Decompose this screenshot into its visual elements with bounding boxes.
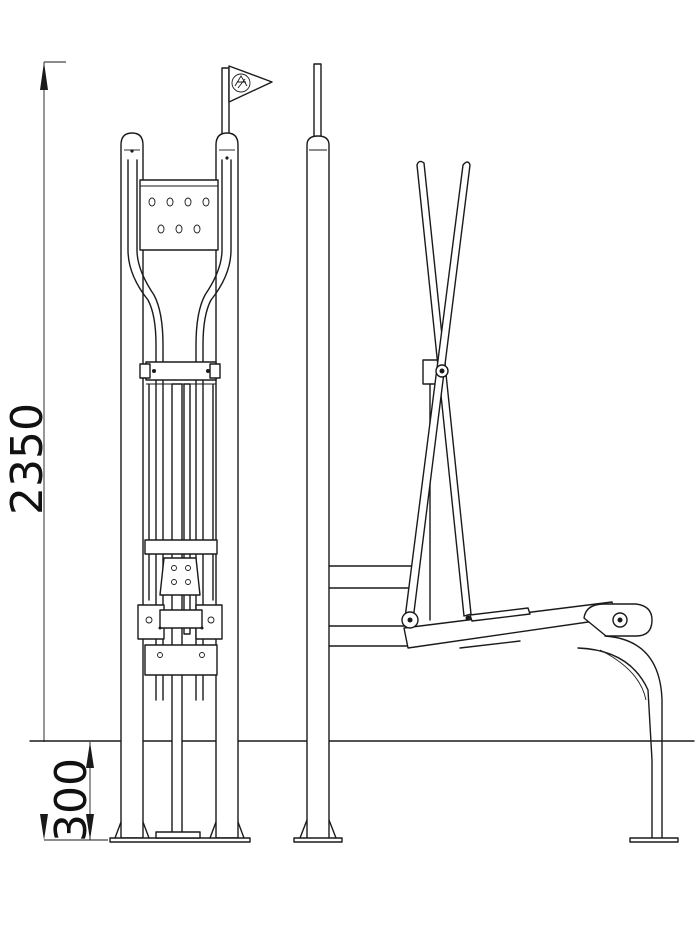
dimension-total-height-label: 2350 (2, 403, 53, 515)
crossed-arms (404, 160, 472, 621)
dimension-total-height: 2350 (2, 61, 66, 742)
dimension-ground-depth-label: 300 (46, 758, 97, 842)
connecting-beam (328, 565, 415, 647)
pedal-assembly (401, 601, 653, 649)
right-post (215, 132, 239, 839)
lower-mechanism (137, 539, 223, 676)
plate-holes (148, 197, 210, 234)
rear-support (577, 635, 679, 843)
inner-frame (127, 159, 232, 701)
instruction-plate (139, 179, 219, 251)
flag (221, 65, 273, 137)
side-view-machine (328, 160, 679, 843)
middle-post (293, 63, 343, 843)
left-post (120, 132, 144, 839)
hand-emblem-icon (231, 73, 251, 93)
dimension-ground-depth: 300 (40, 742, 108, 842)
front-view-station (109, 65, 273, 843)
front-base (109, 821, 251, 843)
upper-clamp (139, 361, 221, 385)
